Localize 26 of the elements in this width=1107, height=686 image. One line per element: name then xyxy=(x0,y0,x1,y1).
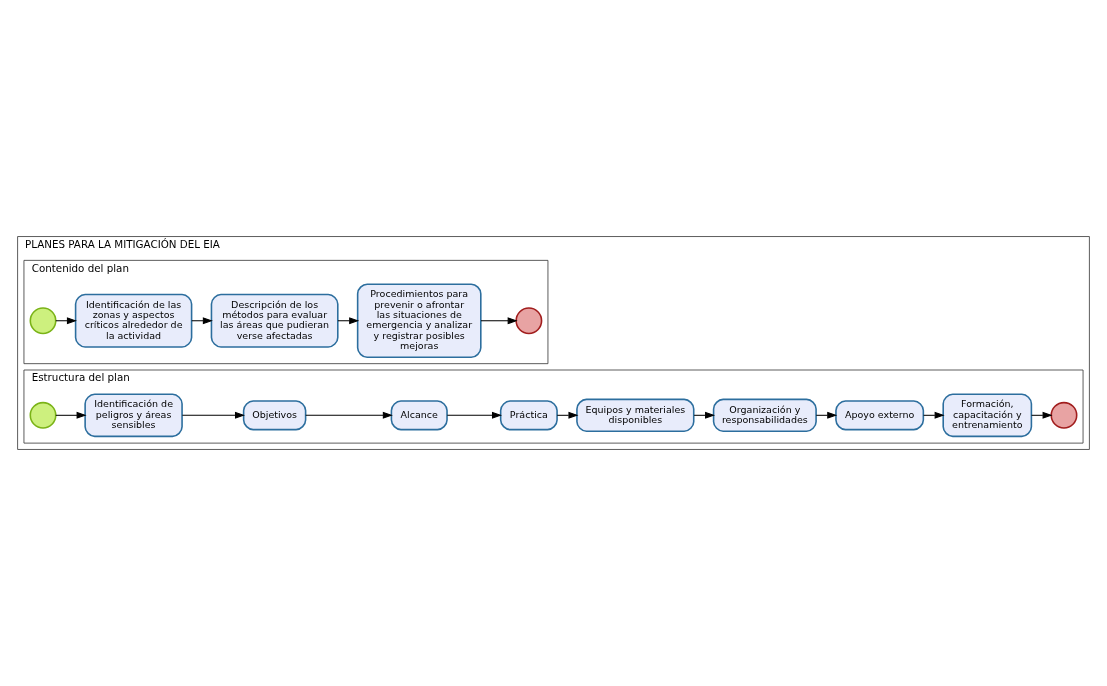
node-box: Identificación de peligros y áreas sensibles xyxy=(84,393,183,438)
arrow xyxy=(191,317,213,325)
arrow xyxy=(446,411,502,419)
arrow xyxy=(556,411,579,419)
node-box: Organización y responsabilidades xyxy=(712,398,817,432)
node-box: Formación, capacitación y entrenamiento xyxy=(942,393,1033,438)
node-box: Identificación de las zonas y aspectos críticos alrededor de la actividad xyxy=(74,293,193,348)
node-circle xyxy=(1050,401,1078,429)
node-box: Apoyo externo xyxy=(835,400,925,431)
node-box: Objetivos xyxy=(242,400,307,431)
node-box: Alcance xyxy=(390,400,448,431)
arrow xyxy=(55,317,77,325)
arrow xyxy=(305,411,393,419)
node-circle xyxy=(29,307,57,335)
arrow xyxy=(480,317,518,325)
arrow xyxy=(337,317,360,325)
arrow xyxy=(693,411,716,419)
node-circle xyxy=(515,307,543,335)
node-box: Procedimientos para prevenir o afrontar las situaciones de emergencia y analizar y registrar posibles mejoras xyxy=(356,283,482,359)
node-box: Práctica xyxy=(499,400,558,431)
node-circle xyxy=(29,401,57,429)
node-box: Descripción de los métodos para evaluar las áreas que pudieran verse afectadas xyxy=(210,293,339,348)
arrow xyxy=(815,411,838,419)
arrow xyxy=(55,411,87,419)
arrow xyxy=(181,411,245,419)
node-box: Equipos y materiales disponibles xyxy=(576,398,695,432)
